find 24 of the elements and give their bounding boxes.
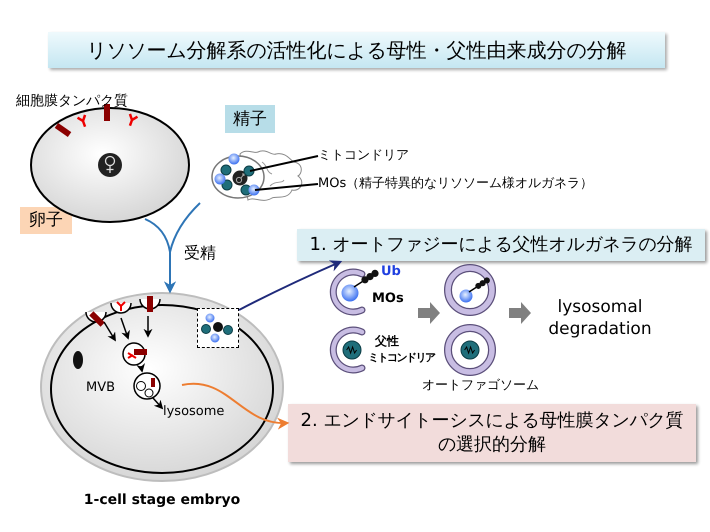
heading-box: 2. エンドサイトーシスによる母性膜タンパク質の選択的分解 bbox=[288, 404, 696, 462]
arrow bbox=[238, 260, 342, 311]
node-label: 細胞膜タンパク質 bbox=[16, 92, 129, 110]
heading-box: 1. オートファジーによる父性オルガネラの分解 bbox=[297, 229, 705, 261]
text-label: Ub bbox=[381, 264, 401, 279]
arrow bbox=[164, 202, 201, 294]
callout-label: MOs（精子特異的なリソソーム様オルガネラ） bbox=[318, 175, 658, 193]
text-label: lysosome bbox=[163, 404, 224, 419]
node-label: 1-cell stage embryo bbox=[82, 492, 242, 508]
text-label: オートファゴソーム bbox=[422, 377, 539, 394]
text-label: lysosomal degradation bbox=[547, 296, 653, 340]
text-label: MVB bbox=[86, 380, 116, 395]
leader-line bbox=[254, 183, 318, 191]
arrow bbox=[182, 382, 290, 429]
organelle-inset-box bbox=[197, 308, 239, 348]
embryo-cell bbox=[40, 292, 284, 482]
title-banner: リソソーム分解系の活性化による母性・父性由来成分の分解 bbox=[48, 32, 665, 68]
text-label: ミトコンドリア bbox=[368, 350, 434, 365]
text-label: 父性 bbox=[375, 333, 399, 349]
sperm-label: 精子 bbox=[225, 105, 275, 133]
callout-label: ミトコンドリア bbox=[318, 147, 428, 165]
text-label: MOs bbox=[372, 291, 404, 306]
leader-line bbox=[250, 155, 318, 172]
egg-label: 卵子 bbox=[20, 207, 72, 234]
